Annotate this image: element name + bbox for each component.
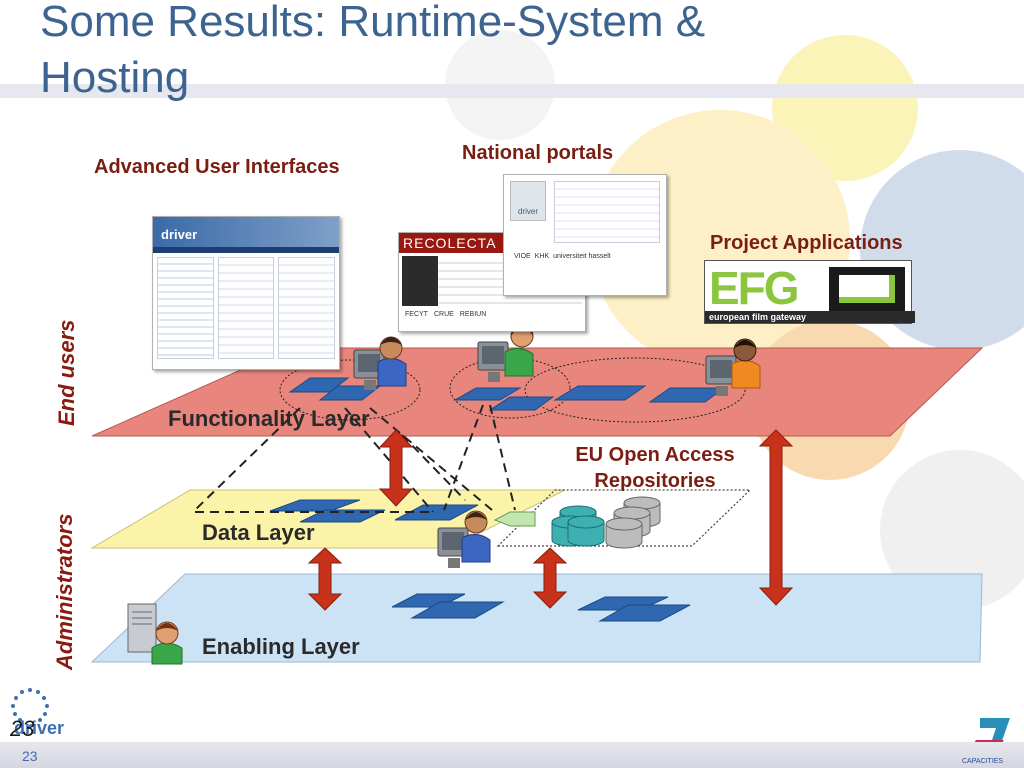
enabling-tiles (391, 593, 691, 622)
driver-logo-mark (11, 688, 49, 722)
recolecta-footer-1: FECYT (405, 311, 428, 318)
admin-figure (437, 510, 491, 568)
header-band (0, 84, 1024, 98)
recolecta-footer-2: CRUE (433, 311, 454, 318)
national-portal-screenshot: driver VIOE KHK universiteit hasselt (503, 174, 667, 296)
dashed-connections (194, 404, 516, 513)
portal-tag-2: KHK (534, 253, 550, 260)
page-number-large: 23 (10, 716, 35, 741)
efg-subtitle: european film gateway (705, 311, 915, 323)
efg-logo: EFG european film gateway (704, 260, 915, 324)
bg-circle-yellow (772, 35, 918, 181)
portal-brand: driver (510, 181, 546, 221)
recolecta-footer-3: REBIUN (459, 311, 487, 318)
driver-footer-logo-text: driver (14, 718, 65, 738)
driver-ui-brand: driver (161, 227, 198, 242)
portal-tag-3: universiteit hasselt (553, 253, 611, 260)
efg-logo-text: EFG (709, 262, 800, 314)
driver-ui-screenshot: driver (152, 216, 340, 370)
end-users-label: End users (54, 319, 79, 426)
access-arrow (493, 511, 536, 527)
portal-tag-1: VIOE (514, 253, 531, 260)
footer-bar (0, 742, 1024, 768)
server-admin-figure (127, 603, 183, 665)
bg-circle-grey (880, 450, 1024, 610)
project-applications-label: Project Applications (710, 232, 903, 254)
page-number-small: 23 (22, 748, 38, 764)
slide-title: Some Results: Runtime-System & Hosting (40, 0, 705, 106)
title-line-2: Hosting (40, 53, 190, 102)
repository-cylinders (551, 496, 661, 549)
data-layer-label: Data Layer (202, 520, 315, 545)
functionality-layer-label: Functionality Layer (168, 406, 370, 431)
user-figure-3 (705, 338, 761, 396)
fp7-capacities-label: CAPACITIES (962, 758, 1004, 765)
advanced-ui-label: Advanced User Interfaces (94, 156, 340, 178)
eu-repositories-label: EU Open Access Repositories (575, 444, 735, 492)
ellipse-ui-group (279, 359, 421, 421)
ellipse-app-group (524, 357, 746, 423)
red-arrows (307, 429, 794, 611)
user-figure-1 (353, 336, 407, 390)
administrators-label: Administrators (52, 513, 77, 670)
title-line-1: Some Results: Runtime-System & (40, 0, 706, 46)
national-portals-label: National portals (462, 142, 614, 164)
enabling-layer-label: Enabling Layer (202, 634, 360, 659)
driver-ui-header: driver (153, 217, 339, 247)
